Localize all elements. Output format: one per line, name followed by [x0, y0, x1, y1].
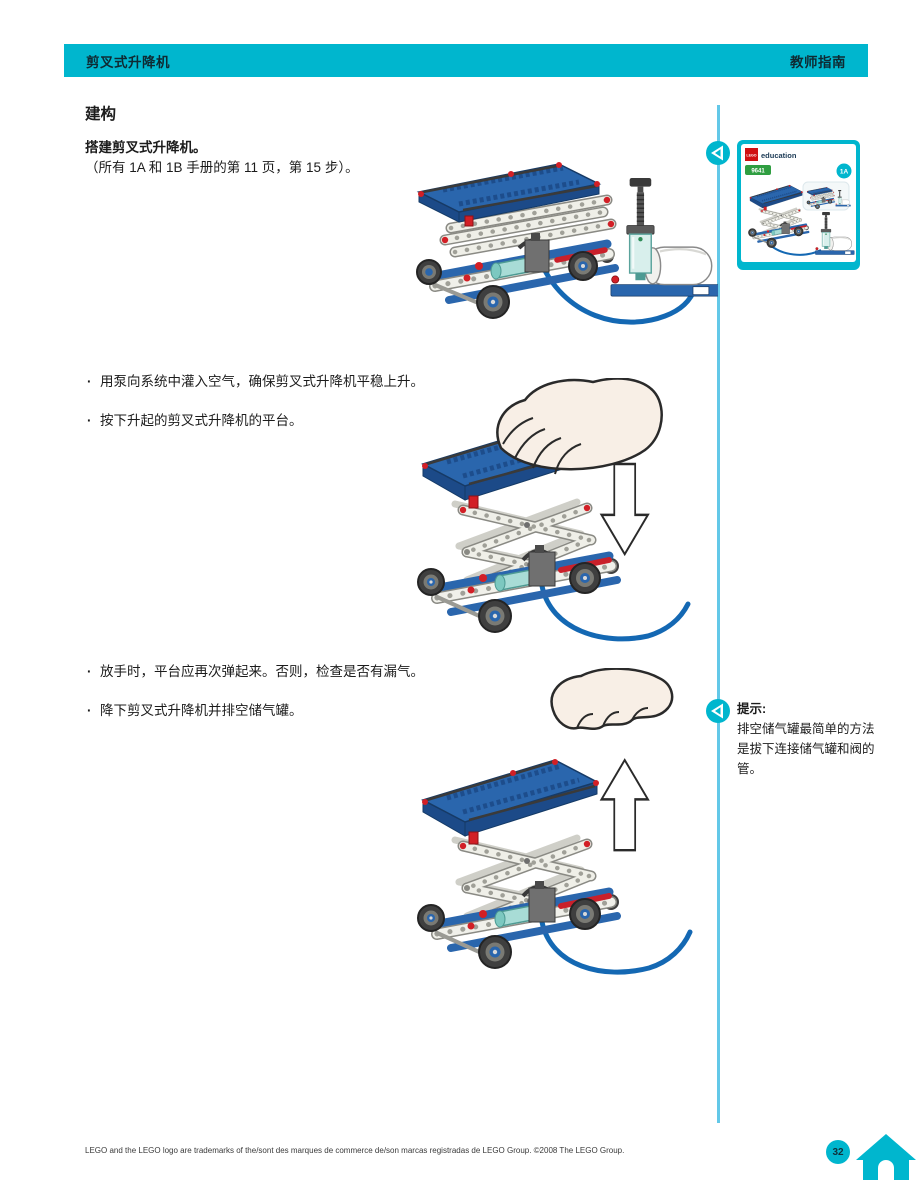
bullet-item: 按下升起的剪叉式升降机的平台。: [85, 411, 425, 431]
education-brand-text: education: [761, 151, 797, 160]
header-right-title: 教师指南: [790, 54, 846, 70]
intro-bold-line: 搭建剪叉式升降机。: [85, 140, 207, 155]
header-left-title: 剪叉式升降机: [86, 54, 170, 70]
intro-paragraph: 搭建剪叉式升降机。 （所有 1A 和 1B 手册的第 11 页，第 15 步）。: [85, 138, 415, 178]
set-number-badge: [745, 165, 771, 175]
section-title: 建构: [85, 106, 117, 123]
figure-lift-lowered-with-pump: [393, 142, 718, 325]
up-arrow: [600, 758, 650, 852]
tip-callout: 提示: 排空储气罐最简单的方法是拔下连接储气罐和阀的管。: [737, 699, 877, 779]
air-tube: [536, 255, 698, 325]
tip-label: 提示:: [737, 702, 767, 716]
set-number-text: 9641: [751, 169, 765, 175]
callout-rail-line: [717, 105, 720, 1123]
air-tube: [539, 919, 693, 975]
lego-logo: [745, 148, 758, 161]
bullet-item: 降下剪叉式升降机并排空储气罐。: [85, 701, 425, 721]
footer-legal-text: LEGO and the LEGO logo are trademarks of…: [85, 1146, 625, 1155]
figure-hand-pressing-lift: [393, 378, 691, 642]
down-arrow: [600, 462, 650, 556]
intro-detail-line: （所有 1A 和 1B 手册的第 11 页，第 15 步）。: [85, 160, 359, 175]
book-badge-circle: [834, 161, 854, 181]
tip-text: 排空储气罐最简单的方法是拔下连接储气罐和阀的管。: [737, 722, 875, 776]
air-tube: [539, 583, 691, 642]
book-badge-text: 1A: [840, 169, 849, 176]
bullet-item: 用泵向系统中灌入空气，确保剪叉式升降机平稳上升。: [85, 372, 425, 392]
manual-thumbnail[interactable]: LEGO education 9641 1A: [737, 140, 860, 270]
bullet-list-2: 放手时，平台应再次弹起来。否则，检查是否有漏气。 降下剪叉式升降机并排空储气罐。: [85, 662, 425, 740]
lego-logo-text: LEGO: [746, 154, 756, 158]
bullet-list-1: 用泵向系统中灌入空气，确保剪叉式升降机平稳上升。 按下升起的剪叉式升降机的平台。: [85, 372, 425, 450]
figure-hand-released-lift: [393, 668, 693, 975]
header-bar: 剪叉式升降机 教师指南: [64, 44, 868, 77]
bullet-item: 放手时，平台应再次弹起来。否则，检查是否有漏气。: [85, 662, 425, 682]
home-icon[interactable]: [854, 1132, 918, 1180]
page-number-badge: 32: [826, 1140, 850, 1164]
